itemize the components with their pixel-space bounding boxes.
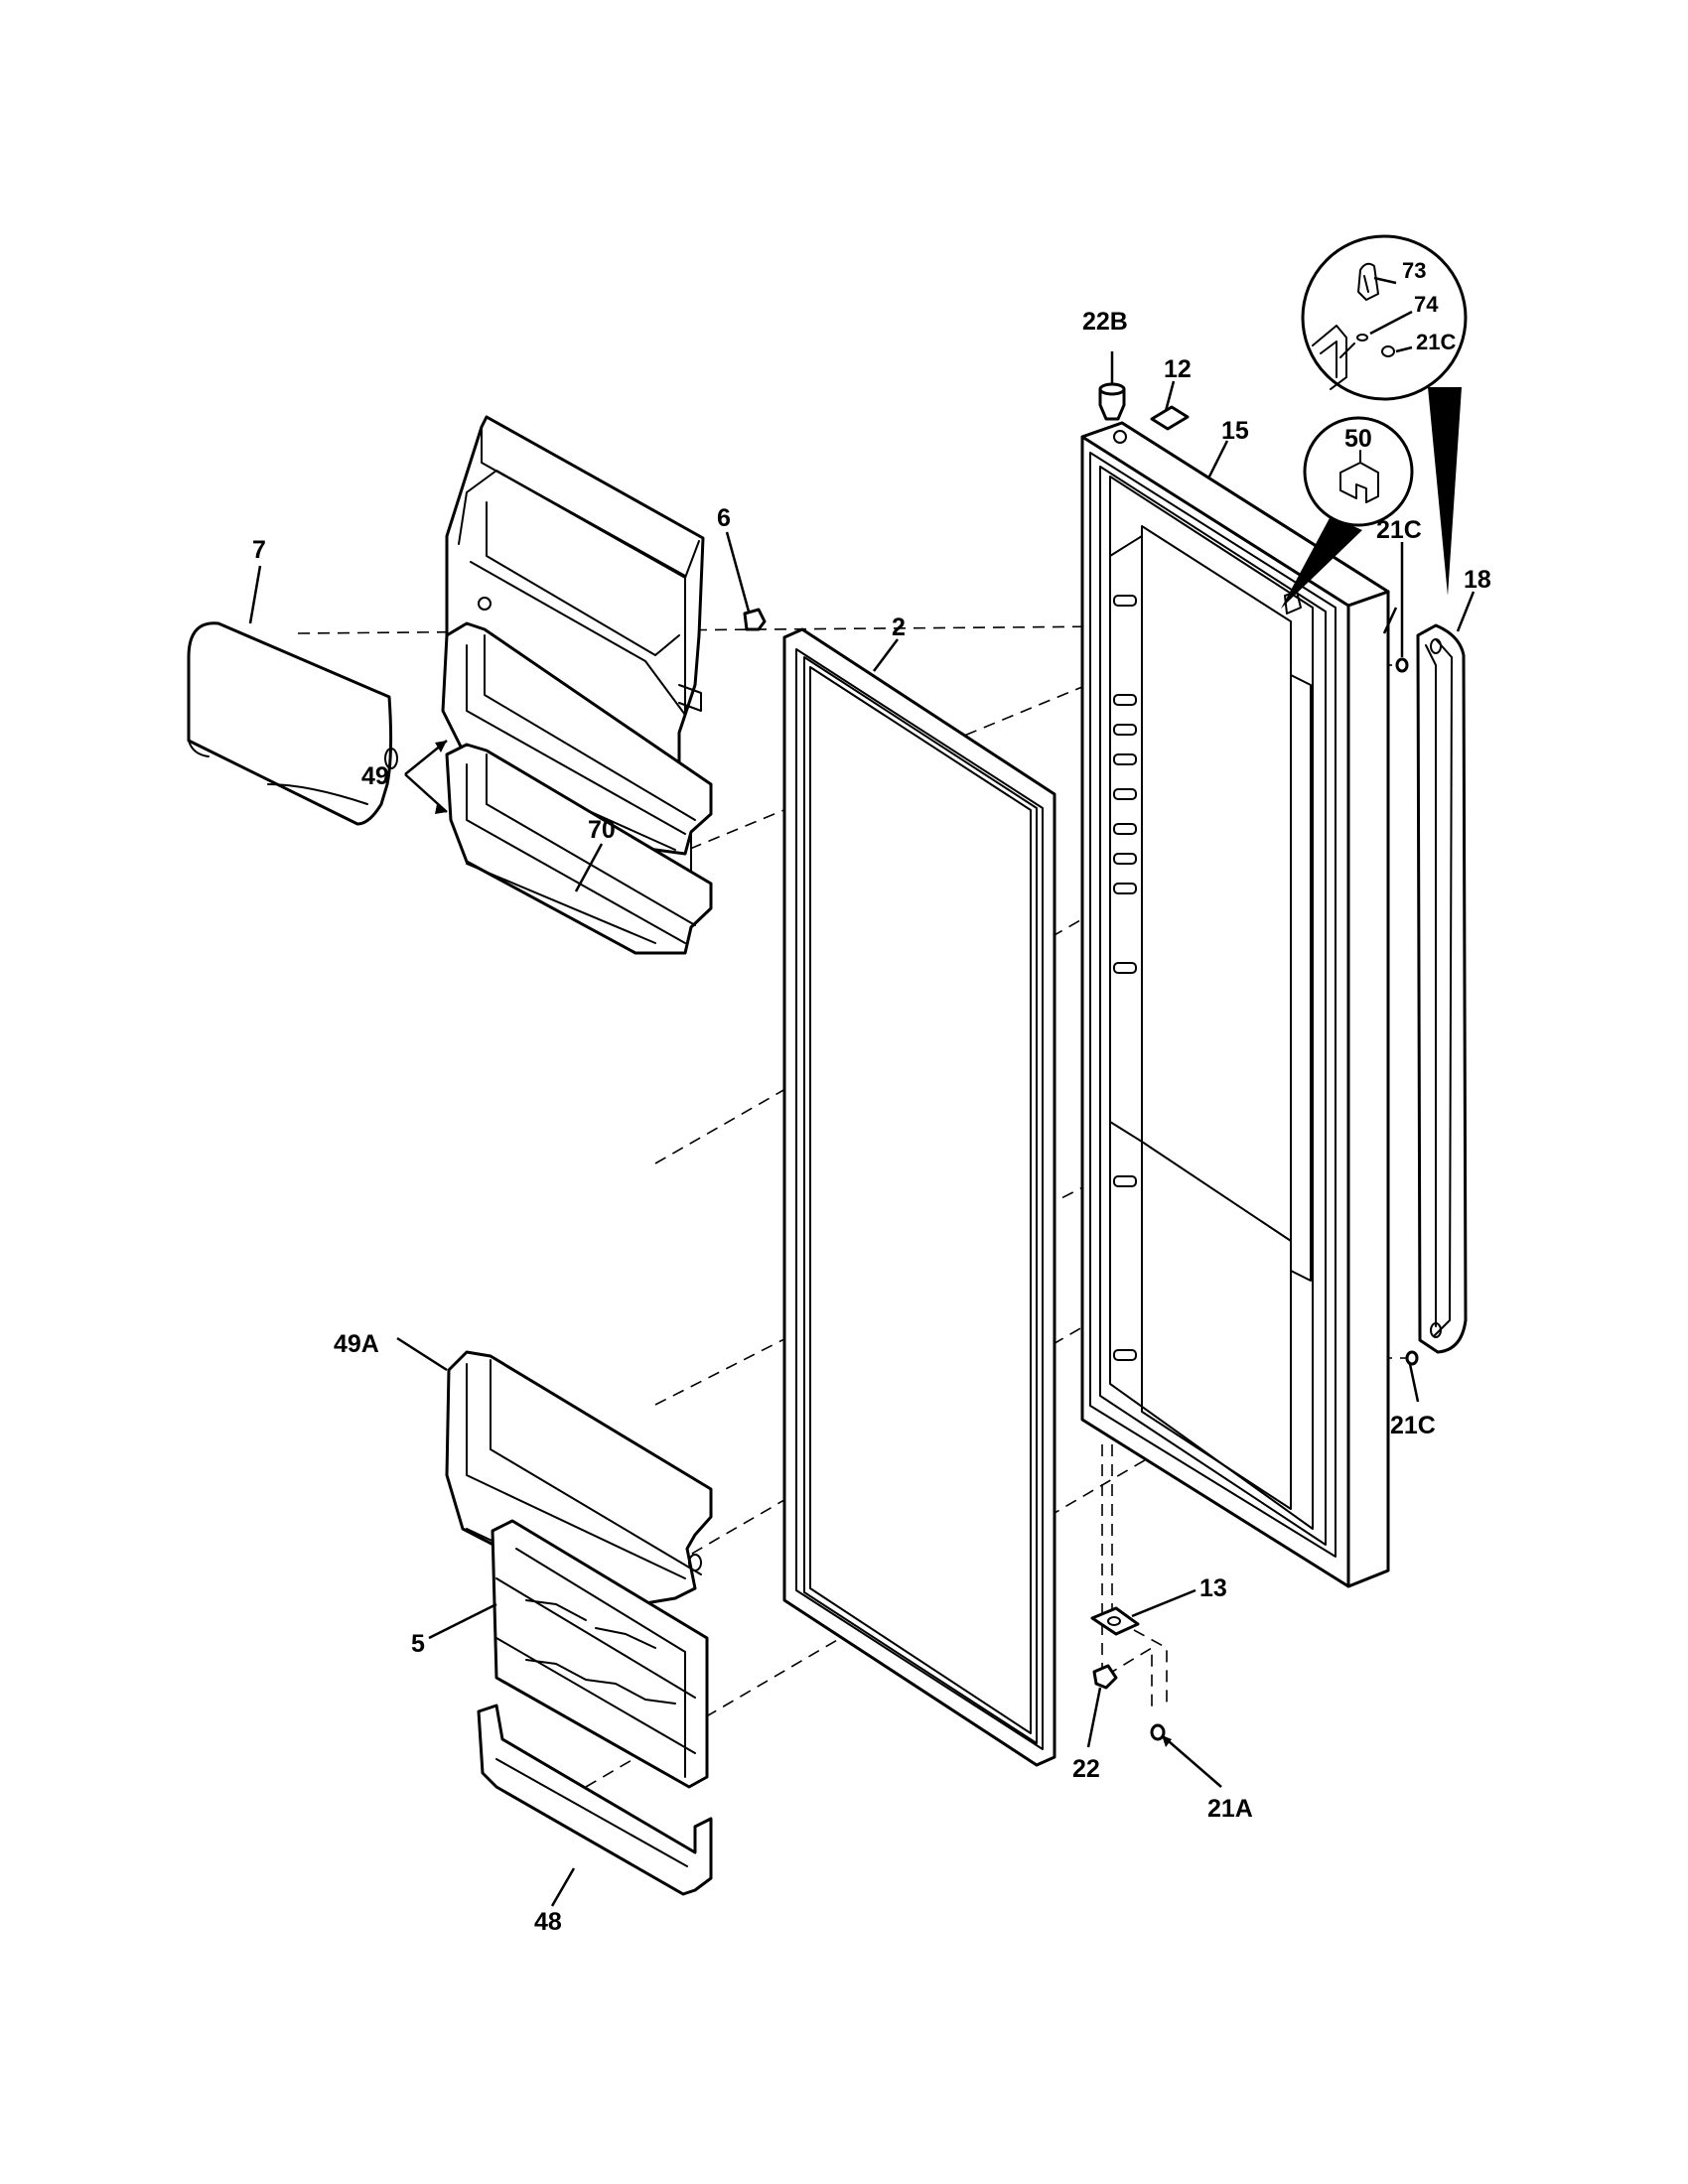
door-handle [1416,623,1468,1354]
callout-21c-bottom: 21C [1390,1412,1436,1439]
callout-22: 22 [1072,1755,1100,1783]
label-part [1150,405,1190,431]
door-clip-part [743,608,767,631]
callout-7: 7 [252,536,266,564]
detail-inset-handle-mount [1301,234,1468,596]
hinge-screw [1150,1723,1166,1741]
leader-lines [248,276,1476,1907]
plug-part [1098,382,1126,421]
callout-49a: 49A [334,1330,379,1358]
door-bin-middle [445,743,713,955]
hinge-part [1090,1606,1140,1636]
callout-5: 5 [411,1630,425,1658]
callout-18: 18 [1464,566,1491,594]
callout-12: 12 [1164,355,1192,383]
callout-15: 15 [1221,417,1249,445]
door-bin-upper [441,621,713,875]
callout-21c-inset: 21C [1416,330,1456,354]
door-outer-panel [1080,421,1390,1588]
shelf-bar [477,1704,713,1896]
door-gasket [782,627,1056,1767]
screw-top [1395,657,1409,673]
hinge-bushing [1092,1664,1118,1690]
callout-74: 74 [1414,292,1439,317]
callout-49: 49 [361,762,389,790]
callout-50: 50 [1344,425,1372,453]
screw-bottom [1405,1350,1419,1366]
detail-inset-bracket [1281,416,1414,614]
callout-6: 6 [717,504,731,532]
callout-21a: 21A [1207,1795,1253,1823]
callout-70: 70 [588,816,616,844]
callout-22b: 22B [1082,308,1128,336]
callout-2: 2 [892,614,906,641]
dairy-door [187,621,398,826]
callout-13: 13 [1199,1574,1227,1602]
callout-73: 73 [1402,258,1426,283]
callout-labels: 22B 12 15 50 73 74 21C 21C 18 21C 2 70 6… [252,258,1491,1936]
shelf-rack [491,1519,709,1789]
callout-21c-top: 21C [1376,516,1422,544]
shelf-supports [1113,595,1137,1361]
callout-48: 48 [534,1908,562,1936]
